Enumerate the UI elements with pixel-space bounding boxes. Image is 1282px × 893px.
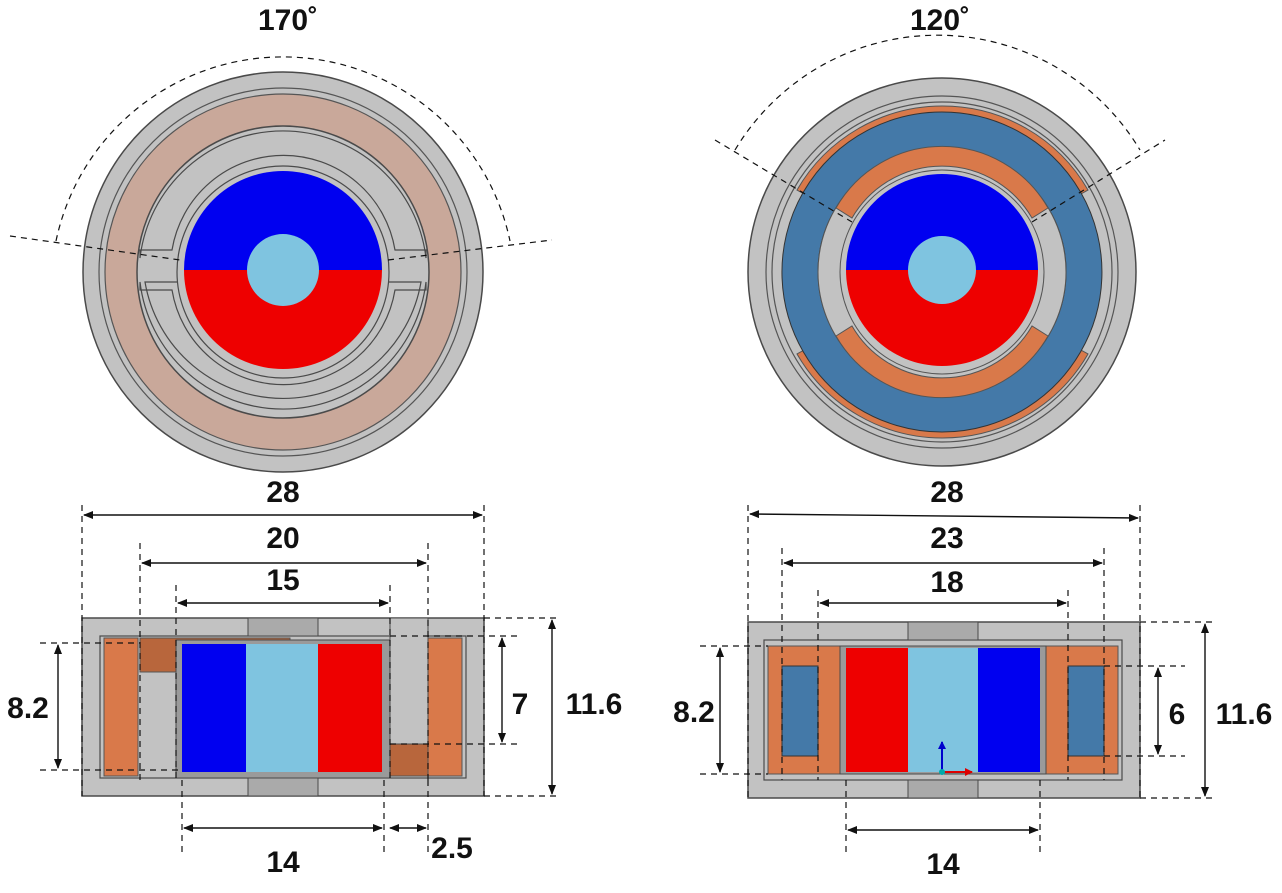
dim-14-label: 14: [266, 846, 300, 879]
magnet-south: [846, 648, 908, 772]
magnet-north-half: [184, 171, 382, 270]
dim-15-label: 15: [266, 564, 299, 597]
dim-20-label: 20: [266, 522, 299, 555]
housing-inner-edge: [765, 95, 1119, 449]
top-bearing: [247, 617, 319, 637]
angle-line-right: [1031, 139, 1166, 223]
inner-coil-bottom: [835, 325, 1049, 399]
dim-6-label: 6: [1169, 698, 1186, 731]
dim-11-6-label: 11.6: [566, 688, 623, 721]
inner-coil-top: [835, 145, 1049, 219]
left-steel-core: [781, 665, 819, 757]
right-top-view: 120˚: [714, 4, 1166, 467]
left-coil: [103, 637, 139, 777]
left-top-view: 170˚: [9, 4, 553, 473]
angle-line-left: [9, 235, 181, 261]
dim-7-label: 7: [512, 688, 529, 721]
shaft: [908, 236, 976, 304]
bottom-bearing: [907, 779, 979, 799]
top-bearing: [907, 621, 979, 641]
angle-label: 120˚: [910, 4, 970, 37]
upper-pole-ring: [139, 130, 427, 259]
angle-label: 170˚: [258, 4, 318, 37]
magnet-north-half: [846, 174, 1038, 270]
magnet-south-half: [184, 270, 382, 369]
angle-line-right: [387, 239, 553, 261]
bottom-bearing: [247, 777, 319, 797]
magnet-south-half: [846, 270, 1038, 366]
pole-slot: [389, 617, 429, 745]
left-section-view: 28 20 15 14 2.5 8.2 7 11.6: [7, 476, 622, 879]
dim-28-label: 28: [930, 476, 963, 509]
magnet-north: [182, 644, 246, 772]
angle-line-left: [714, 139, 853, 223]
dim-8-2-label: 8.2: [673, 696, 715, 729]
magnet-north: [978, 648, 1040, 772]
dim-28-label: 28: [266, 476, 299, 509]
shaft-section: [246, 644, 318, 772]
right-steel-core: [1067, 665, 1105, 757]
dim-23-label: 23: [930, 522, 963, 555]
dim-11-6-label: 11.6: [1216, 698, 1273, 731]
axis-origin-icon: [939, 769, 945, 775]
dim-2-5-label: 2.5: [431, 832, 473, 865]
dim-14-label: 14: [926, 848, 960, 881]
right-coil: [427, 637, 463, 777]
dim-8-2-label: 8.2: [7, 692, 49, 725]
lower-pole-ring: [139, 281, 427, 410]
housing-inner-edge: [98, 87, 468, 457]
right-section-view: 28 23 18 14 8.2 6 11.6: [673, 476, 1272, 881]
magnet-south: [318, 644, 382, 772]
dim-18-label: 18: [930, 566, 963, 599]
dim-28-arrow: [749, 510, 1139, 522]
angle-arc: [734, 34, 1141, 151]
shaft: [247, 234, 319, 306]
